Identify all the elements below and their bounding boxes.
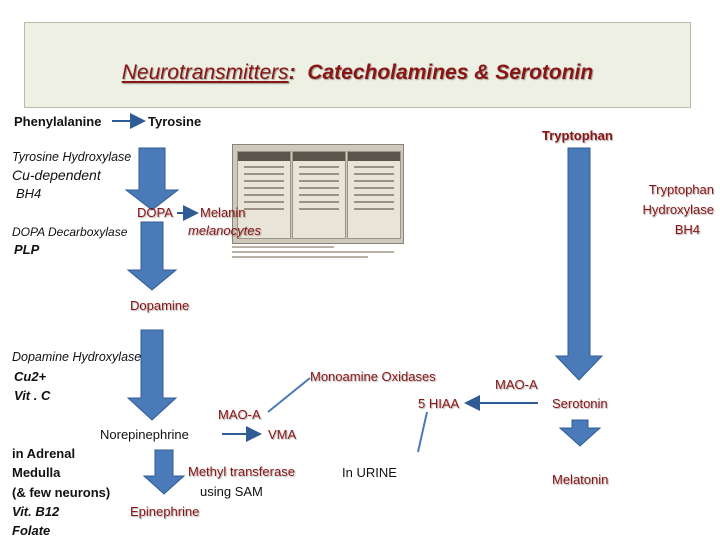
arrow-dopamine-norepi — [126, 329, 178, 421]
label-tyrosine: Tyrosine — [148, 114, 202, 129]
label-tryptophan-hydroxylase-line2: Hydroxylase — [642, 202, 714, 217]
arrow-norepi-epi — [142, 449, 186, 495]
label-norepinephrine: Norepinephrine — [100, 427, 189, 442]
label-in-adrenal: in Adrenal — [12, 446, 76, 461]
label-vma: VMA — [268, 427, 297, 442]
label-vitc: Vit . C — [14, 388, 51, 403]
label-dopamine: Dopamine — [130, 298, 190, 313]
label-in-urine: In URINE — [342, 465, 397, 480]
label-dopamine-hydroxylase: Dopamine Hydroxylase — [12, 350, 142, 364]
arrow-tyr-dopa — [124, 147, 180, 211]
label-medulla: Medulla — [12, 465, 61, 480]
arrow-trp-serotonin — [554, 147, 604, 381]
figure-panel-2 — [292, 151, 346, 239]
title-separator: : — [288, 61, 296, 84]
label-phenylalanine: Phenylalanine — [14, 114, 102, 129]
label-folate: Folate — [12, 523, 51, 538]
arrow-serotonin-melatonin — [558, 419, 602, 447]
label-5-hiaa: 5 HIAA — [418, 396, 460, 411]
arrow-dopa-dopamine — [126, 221, 178, 291]
label-melanocytes: melanocytes — [188, 223, 261, 238]
title-main: Catecholamines & Serotonin — [307, 61, 594, 84]
label-melatonin: Melatonin — [552, 472, 609, 487]
label-plp: PLP — [14, 242, 40, 257]
label-tryptophan-hydroxylase-line1: Tryptophan — [648, 182, 714, 197]
label-mao-a-mid: MAO-A — [218, 407, 261, 422]
arrow-5hiaa-urine — [417, 411, 428, 453]
label-serotonin: Serotonin — [552, 396, 608, 411]
label-dopa: DOPA — [137, 205, 173, 220]
label-bh4-left: BH4 — [16, 186, 42, 201]
title-lead: Neurotransmitters — [121, 61, 289, 84]
label-cu-dependent: Cu-dependent — [12, 167, 101, 183]
figure-panels — [232, 144, 404, 244]
label-dopa-decarboxylase: DOPA Decarboxylase — [12, 225, 128, 239]
figure-panel-3 — [347, 151, 401, 239]
label-vit-b12: Vit. B12 — [12, 504, 60, 519]
figure-panel-1 — [237, 151, 291, 239]
label-few-neurons: (& few neurons) — [12, 485, 111, 500]
label-mao-a-right: MAO-A — [495, 377, 538, 392]
label-tyrosine-hydroxylase: Tyrosine Hydroxylase — [12, 150, 132, 164]
arrow-mao-vma — [267, 377, 311, 413]
label-monoamine-oxidases: Monoamine Oxidases — [310, 369, 436, 384]
figure-caption-lines — [232, 246, 402, 261]
label-using-sam: using SAM — [200, 484, 263, 499]
label-methyl-transferase: Methyl transferase — [188, 464, 295, 479]
label-melanin: Melanin — [200, 205, 246, 220]
page-title: Neurotransmitters: Catecholamines & Sero… — [25, 61, 690, 85]
label-bh4-right: BH4 — [674, 222, 700, 237]
label-cu2: Cu2+ — [14, 369, 47, 384]
label-epinephrine: Epinephrine — [130, 504, 200, 519]
title-box: Neurotransmitters: Catecholamines & Sero… — [24, 22, 691, 108]
textbook-figure-thumbnail — [228, 140, 406, 266]
label-tryptophan: Tryptophan — [542, 128, 613, 143]
